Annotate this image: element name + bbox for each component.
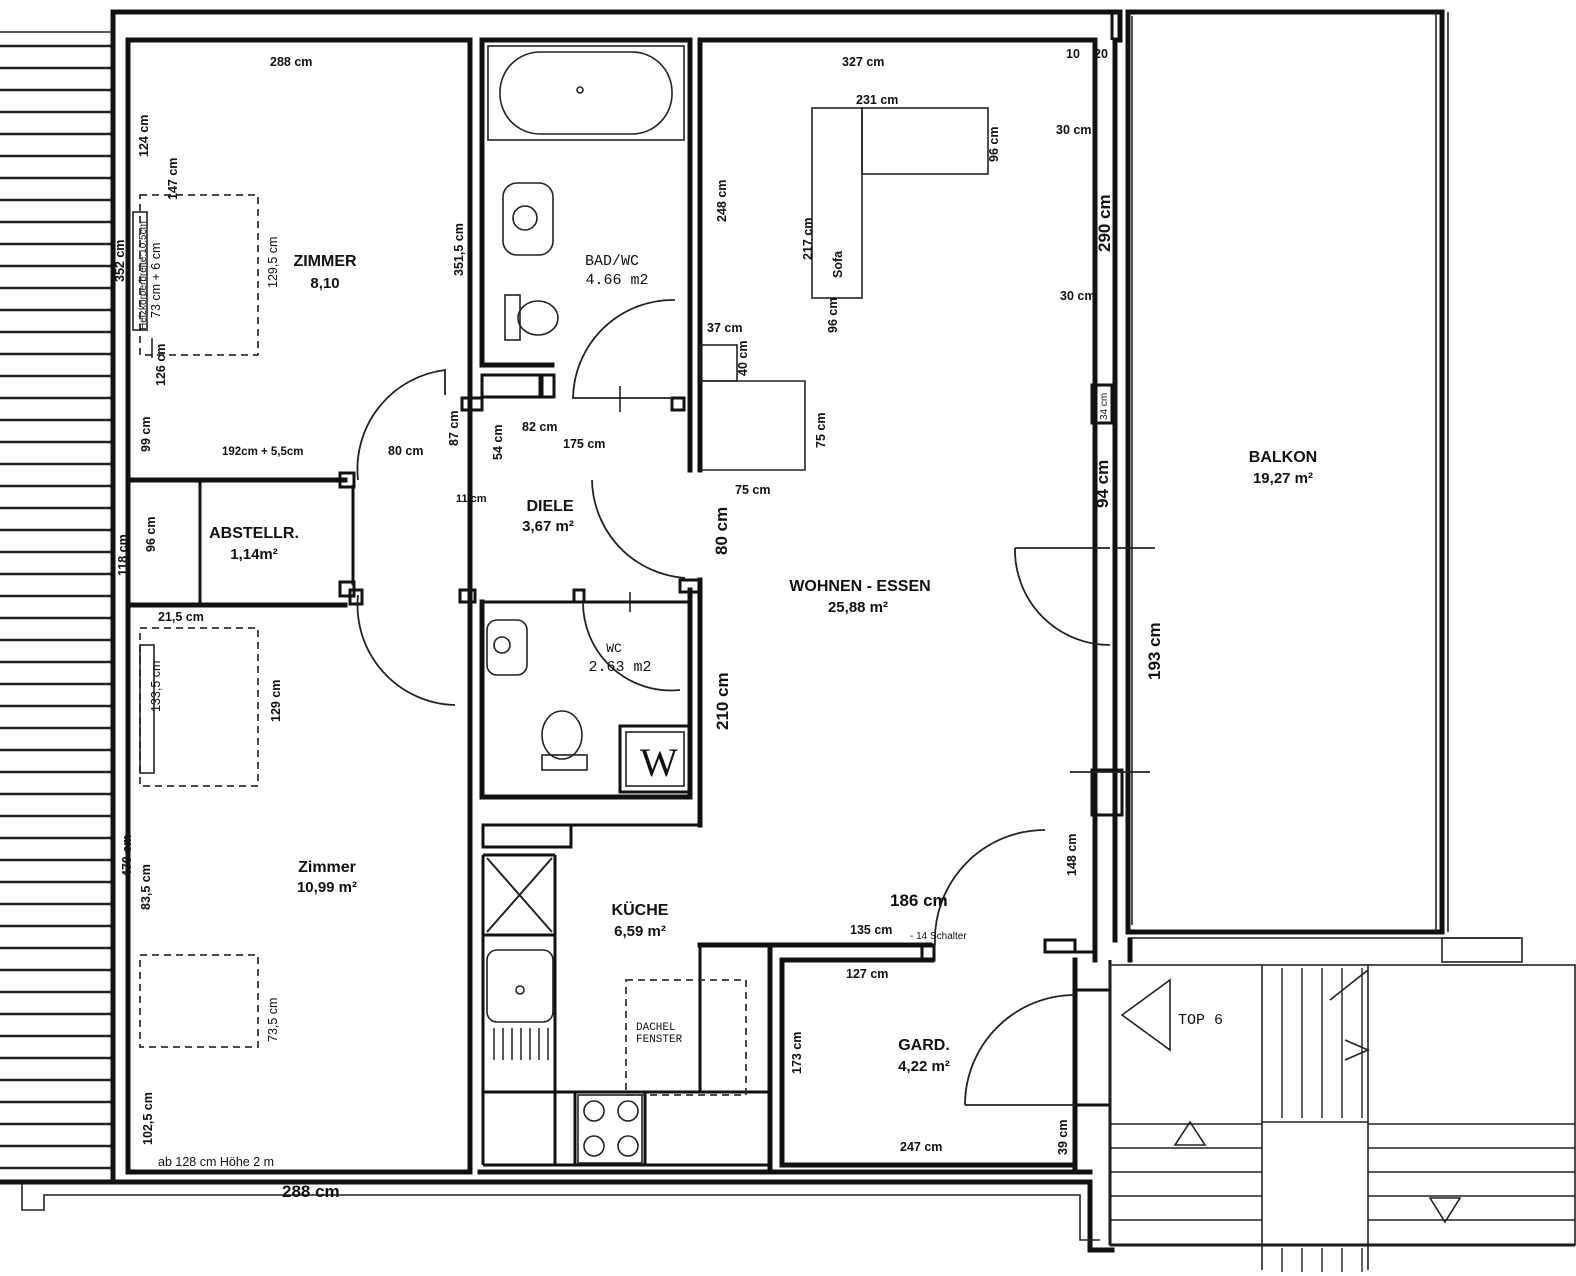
dim-11: 11 cm	[456, 493, 487, 505]
dim-288-top: 288 cm	[270, 55, 312, 69]
kueche-name: KÜCHE	[612, 900, 669, 919]
dim-10: 10	[1066, 47, 1080, 61]
abstell-name: ABSTELLR.	[209, 525, 299, 542]
dim-73-5: 73,5 cm	[266, 998, 280, 1042]
outer-walls	[0, 9, 1523, 1253]
wohnen-area: 25,88 m²	[828, 599, 888, 616]
dim-288-bottom: 288 cm	[282, 1182, 340, 1201]
dim-40: 40 cm	[736, 341, 750, 376]
dim-96-sofa-bottom: 96 cm	[826, 298, 840, 333]
dim-147: 147 cm	[166, 158, 180, 200]
dim-248: 248 cm	[715, 180, 729, 222]
dim-30-bottom: 30 cm	[1060, 289, 1095, 303]
diele-area: 3,67 m²	[522, 518, 574, 535]
zimmer1-name: ZIMMER	[293, 253, 357, 270]
zimmer2-area: 10,99 m²	[297, 879, 357, 896]
dim-186: 186 cm	[890, 891, 948, 910]
zimmer1-area: 8,10	[310, 275, 339, 292]
dim-34: 34 cm	[1099, 393, 1110, 420]
abstell-area: 1,14m²	[230, 546, 278, 563]
dimensions-vertical: 124 cm 147 cm 352 cm 73 cm + 6 cm 129,5 …	[113, 115, 1164, 1155]
gard-area: 4,22 m²	[898, 1058, 950, 1075]
dim-351-5: 351,5 cm	[452, 223, 466, 276]
wc-name: WC	[606, 641, 622, 656]
switch-note: - 14 Schalter	[910, 931, 967, 942]
interior-walls	[125, 344, 1575, 1247]
fixtures	[132, 45, 989, 1164]
dim-470: 470 cm	[120, 835, 134, 877]
sofa-label: Sofa	[831, 250, 845, 278]
dim-54: 54 cm	[491, 425, 505, 460]
dim-129: 129 cm	[269, 680, 283, 722]
dachfenster-label-2: FENSTER	[636, 1034, 683, 1046]
dim-129-5: 129,5 cm	[266, 237, 280, 288]
dim-135: 135 cm	[850, 923, 892, 937]
dim-96-abstell: 96 cm	[144, 517, 158, 552]
dim-37: 37 cm	[707, 321, 742, 335]
dim-247: 247 cm	[900, 1140, 942, 1154]
top6-label: TOP 6	[1178, 1012, 1223, 1029]
wc-area: 2.63 m2	[588, 659, 651, 676]
dim-96-sofa: 96 cm	[987, 127, 1001, 162]
roof-hatching	[0, 44, 113, 1170]
dim-148: 148 cm	[1065, 834, 1079, 876]
dim-193: 193 cm	[1145, 622, 1164, 680]
height-note: ab 128 cm Höhe 2 m	[158, 1155, 274, 1169]
dim-82: 82 cm	[522, 420, 557, 434]
dim-133-5: 133,5 cm	[149, 661, 163, 712]
dim-21-5: 21,5 cm	[158, 610, 204, 624]
dimensions-horizontal: 288 cm 327 cm 10 20 231 cm 30 cm 30 cm 3…	[158, 47, 1108, 1201]
dim-80-wall: 80 cm	[712, 507, 731, 555]
gard-name: GARD.	[898, 1037, 950, 1054]
dim-20: 20	[1094, 47, 1108, 61]
room-labels: ZIMMER 8,10 BAD/WC 4.66 m2 WOHNEN - ESSE…	[209, 253, 1317, 1075]
dim-118: 118 cm	[116, 534, 130, 576]
dim-124: 124 cm	[137, 115, 151, 157]
dim-210: 210 cm	[713, 672, 732, 730]
dim-327: 327 cm	[842, 55, 884, 69]
doors	[356, 299, 1155, 1106]
radiator-note: Heizkörperbreite:10,5cm	[138, 221, 149, 330]
dim-75-v: 75 cm	[814, 413, 828, 448]
zimmer2-name: Zimmer	[298, 859, 356, 876]
diele-name: DIELE	[526, 498, 573, 515]
dim-192: 192cm + 5,5cm	[222, 446, 304, 458]
dachfenster-label-1: DACHEL	[636, 1022, 676, 1034]
dim-175: 175 cm	[563, 437, 605, 451]
dim-87: 87 cm	[447, 411, 461, 446]
wohnen-name: WOHNEN - ESSEN	[789, 578, 930, 595]
dim-102-5: 102,5 cm	[141, 1092, 155, 1145]
balkon-area: 19,27 m²	[1253, 470, 1313, 487]
dim-39: 39 cm	[1056, 1120, 1070, 1155]
dim-127: 127 cm	[846, 967, 888, 981]
dim-290: 290 cm	[1095, 194, 1114, 252]
dim-75-h: 75 cm	[735, 483, 770, 497]
bad-area: 4.66 m2	[585, 272, 648, 289]
balkon-name: BALKON	[1249, 449, 1317, 466]
dim-73-6: 73 cm + 6 cm	[149, 243, 163, 318]
staircase	[1109, 964, 1576, 1272]
dim-126: 126 cm	[154, 344, 168, 386]
dim-231: 231 cm	[856, 93, 898, 107]
dim-352: 352 cm	[113, 240, 127, 282]
dim-30-top: 30 cm	[1056, 123, 1091, 137]
dim-217: 217 cm	[801, 218, 815, 260]
dim-94: 94 cm	[1093, 460, 1112, 508]
dim-99: 99 cm	[139, 417, 153, 452]
dim-80-door: 80 cm	[388, 444, 423, 458]
other-labels: Sofa TOP 6 DACHEL FENSTER W ab 128 cm Hö…	[138, 221, 1223, 1169]
washing-machine-label: W	[640, 740, 678, 785]
dim-173: 173 cm	[790, 1032, 804, 1074]
kueche-area: 6,59 m²	[614, 923, 666, 940]
dim-83-5: 83,5 cm	[139, 864, 153, 910]
bad-name: BAD/WC	[585, 253, 639, 270]
